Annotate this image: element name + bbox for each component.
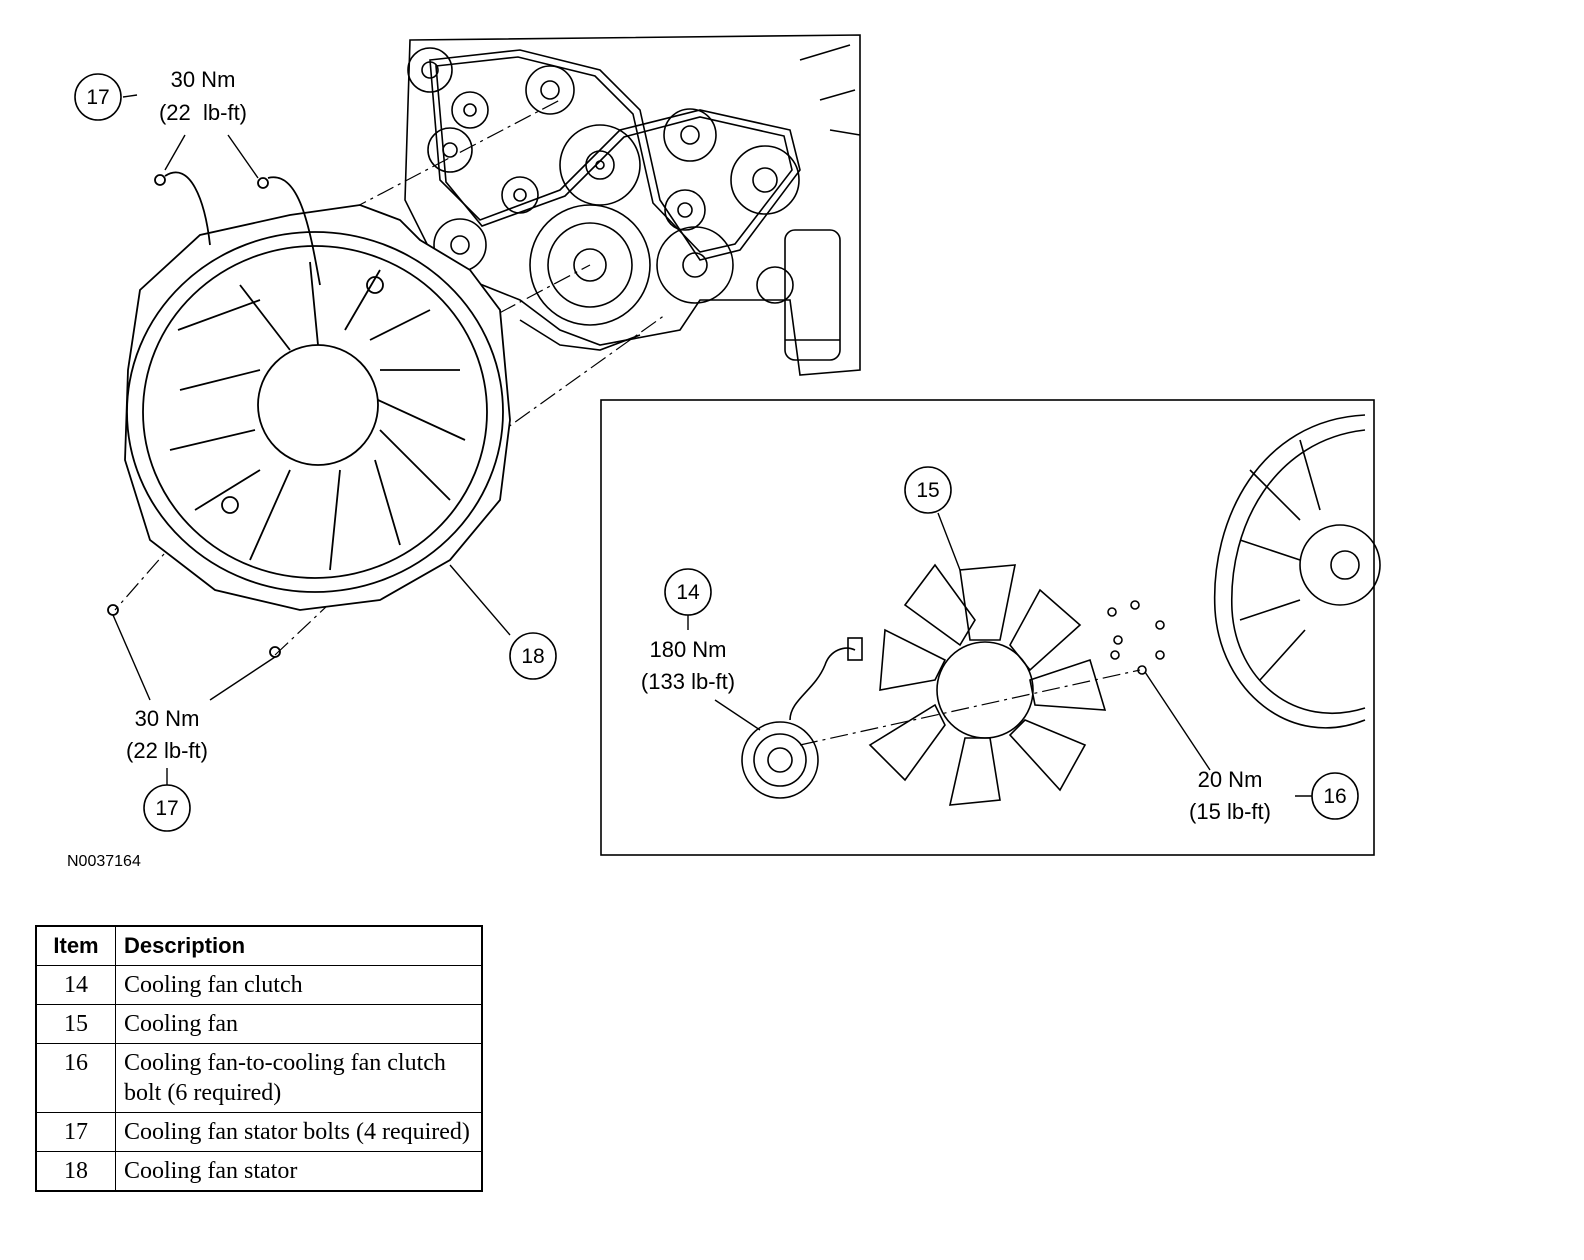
torque-17-bottom-lbft: (22 lb-ft) [126,738,208,763]
torque-17-top-lbft: (22 lb-ft) [159,100,247,125]
item-description: Cooling fan clutch [115,965,483,1005]
item-description: Cooling fan [115,1004,483,1044]
column-header-description: Description [115,925,483,966]
callout-14: 14 [676,581,700,604]
inset-fan-clutch-panel [600,399,1381,856]
item-description: Cooling fan stator bolts (4 required) [115,1112,483,1152]
torque-14-nm: 180 Nm [649,637,726,662]
callout-15: 15 [916,479,939,502]
table-header-row: Item Description [35,925,483,966]
callout-15-circle [904,466,952,514]
callout-18: 18 [521,645,544,668]
torque-14-lbft: (133 lb-ft) [641,669,735,694]
column-header-item: Item [35,925,116,966]
table-row: 17 Cooling fan stator bolts (4 required) [35,1112,483,1152]
callout-18-circle [509,632,557,680]
callout-17-top: 17 [86,86,109,109]
torque-17-bottom-nm: 30 Nm [135,706,200,731]
callout-17-bottom-circle [143,784,191,832]
table-row: 14 Cooling fan clutch [35,965,483,1005]
table-row: 18 Cooling fan stator [35,1151,483,1192]
exploded-view-diagram: 17 17 18 15 14 16 30 Nm (22 lb-ft) 30 Nm… [67,34,1381,870]
torque-16-lbft: (15 lb-ft) [1189,799,1271,824]
item-number: 14 [35,965,116,1005]
torque-16-nm: 20 Nm [1198,767,1263,792]
item-description-table: Item Description 14 Cooling fan clutch 1… [35,925,483,1192]
item-number: 16 [35,1043,116,1113]
item-number: 18 [35,1151,116,1192]
figure-id-label: N0037164 [67,853,141,870]
callout-14-circle [664,568,712,616]
item-description: Cooling fan-to-cooling fan clutch bolt (… [115,1043,483,1113]
item-number: 15 [35,1004,116,1044]
item-description: Cooling fan stator [115,1151,483,1192]
item-number: 17 [35,1112,116,1152]
callout-16-circle [1311,772,1359,820]
callout-17-top-circle [74,73,122,121]
callout-leaders [112,94,1312,797]
callout-16: 16 [1323,785,1346,808]
table-row: 15 Cooling fan [35,1004,483,1044]
callout-17-bottom: 17 [155,797,178,820]
engine-front-drawing [404,34,861,376]
table-row: 16 Cooling fan-to-cooling fan clutch bol… [35,1043,483,1113]
fan-stator-drawing [107,171,511,658]
torque-17-top-nm: 30 Nm [171,67,236,92]
